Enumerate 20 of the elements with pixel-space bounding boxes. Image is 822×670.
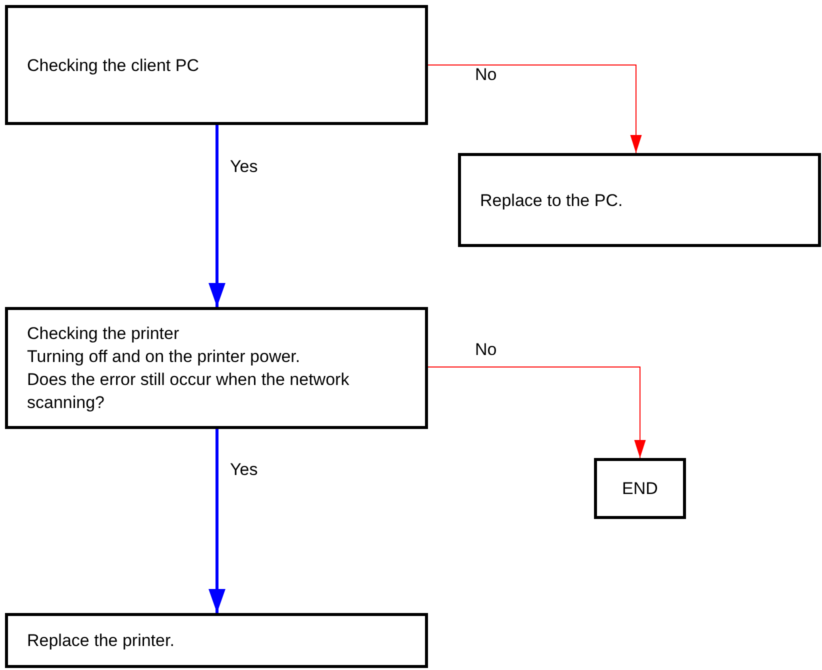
edge-label: Yes bbox=[230, 461, 258, 478]
arrow bbox=[428, 366, 646, 458]
box-text: Checking the printer bbox=[27, 323, 180, 345]
process-box bbox=[5, 613, 428, 668]
arrow bbox=[208, 429, 226, 613]
edge-label: No bbox=[475, 341, 497, 358]
box-text: Checking the client PC bbox=[27, 54, 200, 76]
box-text: Does the error still occur when the network scanning? bbox=[27, 369, 350, 414]
box-text: Replace to the PC. bbox=[480, 190, 624, 212]
box-text: END bbox=[622, 478, 658, 500]
arrow bbox=[428, 64, 642, 154]
box-text: Replace the printer. bbox=[27, 630, 176, 652]
edge-label: No bbox=[475, 66, 497, 83]
process-box bbox=[5, 5, 428, 125]
end-box bbox=[594, 458, 686, 519]
arrow bbox=[208, 125, 226, 307]
box-text: Turning off and on the printer power. bbox=[27, 346, 302, 368]
edge-label: Yes bbox=[230, 158, 258, 175]
process-box bbox=[5, 307, 428, 429]
process-box bbox=[458, 153, 821, 247]
